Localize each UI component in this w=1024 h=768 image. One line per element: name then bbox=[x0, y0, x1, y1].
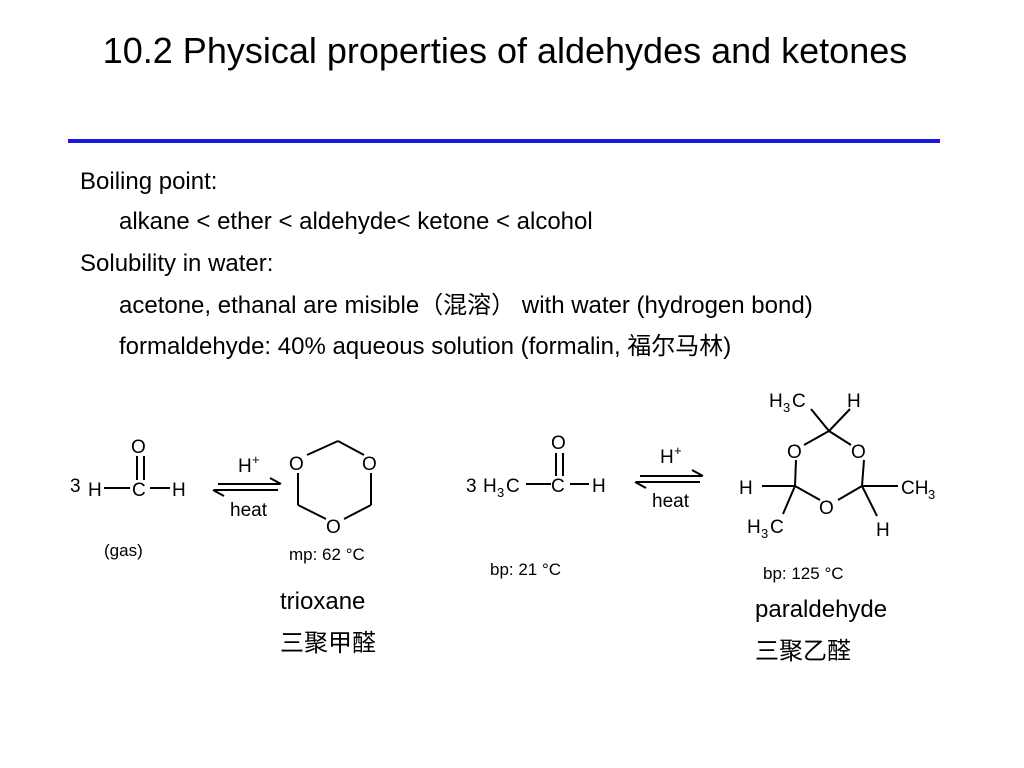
paraldehyde-top-methyl-h: H bbox=[769, 391, 783, 412]
paraldehyde-bottom-methyl-c: C bbox=[770, 517, 784, 538]
formalin-text: formaldehyde: 40% aqueous solution (form… bbox=[119, 333, 628, 360]
left-condition: heat bbox=[230, 500, 268, 521]
acetaldehyde-oxygen: O bbox=[551, 433, 566, 454]
formaldehyde-oxygen: O bbox=[131, 437, 146, 458]
trioxane-oxygen-3: O bbox=[326, 517, 341, 538]
formaldehyde-state: (gas) bbox=[104, 541, 143, 560]
trioxane-name-cn: 三聚甲醛 bbox=[280, 629, 376, 657]
acetaldehyde-coefficient: 3 bbox=[466, 476, 477, 497]
acetaldehyde-hydrogen: H bbox=[592, 476, 606, 497]
formalin-suffix: ) bbox=[723, 333, 732, 360]
formaldehyde-structure: O 3 H C H bbox=[70, 437, 186, 501]
boiling-point-heading: Boiling point: bbox=[80, 168, 218, 195]
acetaldehyde-boiling-point: bp: 21 °C bbox=[490, 560, 561, 579]
slide-title: 10.2 Physical properties of aldehydes an… bbox=[102, 30, 908, 71]
trioxane-structure: O O O bbox=[289, 454, 377, 538]
paraldehyde-oxygen-left: O bbox=[787, 442, 802, 463]
formalin-line: formaldehyde: 40% aqueous solution (form… bbox=[119, 331, 731, 362]
formalin-cjk-term: 福尔马林 bbox=[627, 332, 724, 360]
paraldehyde-oxygen-right: O bbox=[851, 442, 866, 463]
paraldehyde-bottom-methyl-sub: 3 bbox=[761, 526, 768, 541]
formaldehyde-hydrogen-left: H bbox=[88, 480, 102, 501]
boiling-point-order: alkane < ether < aldehyde< ketone < alco… bbox=[119, 208, 593, 235]
title-underline bbox=[68, 139, 940, 143]
paraldehyde-top-hydrogen: H bbox=[847, 391, 861, 412]
paraldehyde-name: paraldehyde bbox=[755, 596, 887, 623]
solubility-suffix: with water (hydrogen bond) bbox=[515, 292, 813, 319]
left-catalyst-charge: + bbox=[252, 452, 260, 467]
paraldehyde-structure: H 3 C H O O H CH 3 O H 3 C H bbox=[739, 391, 935, 541]
left-catalyst: H bbox=[238, 456, 252, 477]
paraldehyde-oxygen-bottom: O bbox=[819, 498, 834, 519]
acetaldehyde-structure: O 3 H 3 C C H bbox=[466, 433, 606, 500]
trioxane-name: trioxane bbox=[280, 588, 365, 615]
paraldehyde-bottom-methyl-h: H bbox=[747, 517, 761, 538]
paraldehyde-right-methyl-ch: CH bbox=[901, 478, 928, 499]
solubility-cjk-term: （混溶） bbox=[419, 291, 516, 319]
paraldehyde-right-methyl-sub: 3 bbox=[928, 487, 935, 502]
paraldehyde-left-hydrogen: H bbox=[739, 478, 753, 499]
paraldehyde-boiling-point: bp: 125 °C bbox=[763, 564, 844, 583]
acetaldehyde-methyl-sub: 3 bbox=[497, 485, 504, 500]
right-condition: heat bbox=[652, 491, 690, 512]
solubility-text: acetone, ethanal are misible bbox=[119, 292, 420, 319]
trioxane-melting-point: mp: 62 °C bbox=[289, 545, 365, 564]
formaldehyde-hydrogen-right: H bbox=[172, 480, 186, 501]
paraldehyde-bottom-hydrogen: H bbox=[876, 520, 890, 541]
acetaldehyde-methyl-c: C bbox=[506, 476, 520, 497]
trioxane-oxygen-1: O bbox=[289, 454, 304, 475]
acetaldehyde-methyl-h: H bbox=[483, 476, 497, 497]
right-catalyst: H bbox=[660, 447, 674, 468]
trioxane-oxygen-2: O bbox=[362, 454, 377, 475]
formaldehyde-carbon: C bbox=[132, 480, 146, 501]
paraldehyde-name-cn: 三聚乙醛 bbox=[755, 637, 851, 665]
right-catalyst-charge: + bbox=[674, 443, 682, 458]
solubility-heading: Solubility in water: bbox=[80, 250, 274, 277]
formaldehyde-coefficient: 3 bbox=[70, 476, 81, 497]
solubility-line: acetone, ethanal are misible（混溶） with wa… bbox=[119, 290, 813, 321]
bonds bbox=[104, 408, 898, 520]
acetaldehyde-carbon: C bbox=[551, 476, 565, 497]
paraldehyde-top-methyl-c: C bbox=[792, 391, 806, 412]
paraldehyde-top-methyl-sub: 3 bbox=[783, 400, 790, 415]
